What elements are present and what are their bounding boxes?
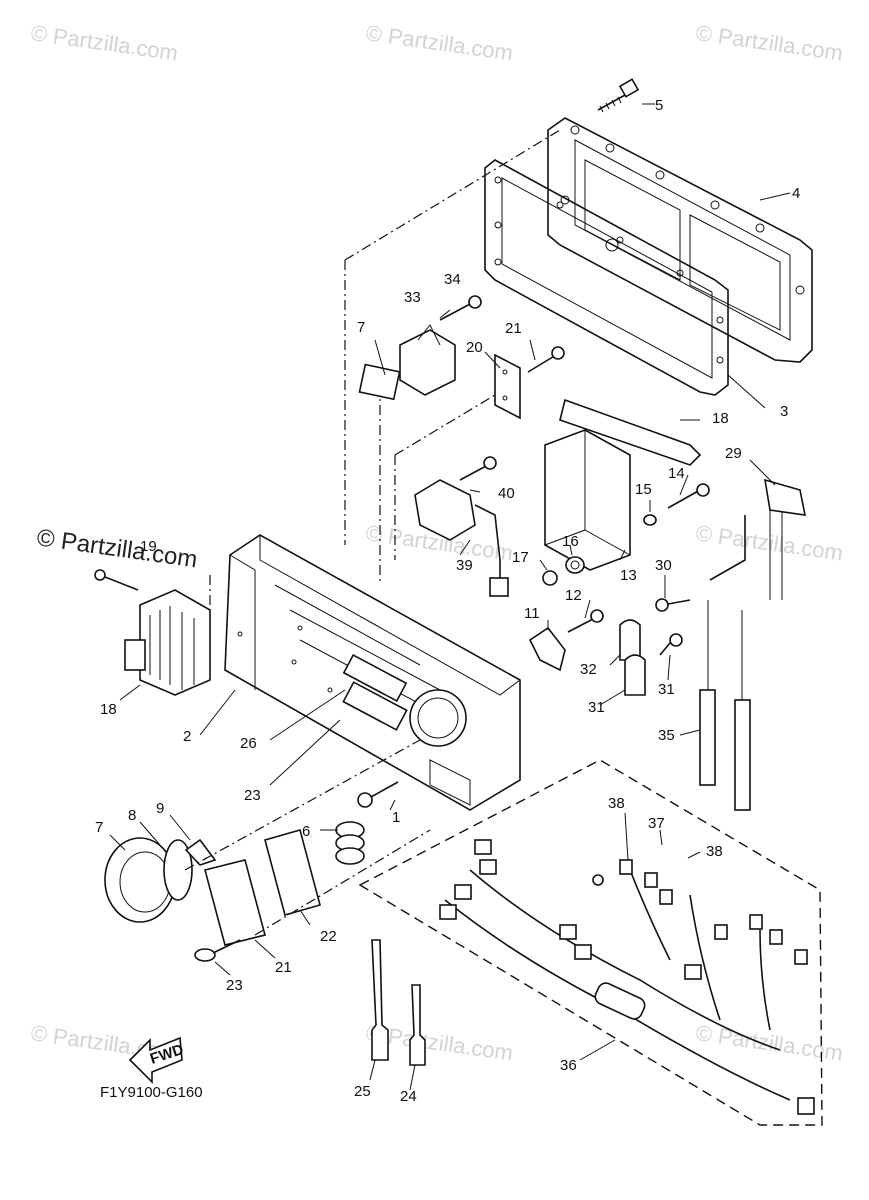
callout-39: 38 — [608, 795, 625, 812]
callout-18: 18 — [712, 410, 729, 427]
rectifier-part — [124, 589, 211, 696]
callout-23: 21 — [275, 959, 292, 976]
watermark: © Partzilla.com — [694, 20, 844, 65]
callout-5: 5 — [655, 97, 663, 114]
callout-38b: 38 — [706, 843, 723, 860]
screw-part — [459, 456, 497, 481]
callout-21: 20 — [466, 339, 483, 356]
watermark: © Partzilla.com — [29, 20, 179, 65]
callout-3: 3 — [780, 403, 788, 420]
callout-11: 11 — [524, 605, 540, 622]
cap-part — [104, 837, 193, 923]
callout-22: 21 — [505, 320, 522, 337]
callout-13: 13 — [620, 567, 637, 584]
watermark: © Partzilla.com — [694, 520, 844, 565]
bracket-part — [528, 626, 566, 672]
callout-35: 33 — [404, 289, 421, 306]
cable-tie-part — [371, 939, 389, 1061]
callout-31: 30 — [655, 557, 672, 574]
cover-plate-part — [547, 117, 813, 363]
figure-code: F1Y9100-G160 — [100, 1084, 203, 1101]
cable-tie-part — [409, 984, 426, 1066]
callout-40: 39 — [456, 557, 473, 574]
callout-7: 7 — [357, 319, 365, 336]
watermark-dark: © Partzilla.com — [35, 524, 199, 573]
callout-10: 9 — [156, 800, 164, 817]
callout-17: 17 — [512, 549, 529, 566]
callout-25: 23 — [226, 977, 243, 994]
watermark: © Partzilla.com — [364, 20, 514, 65]
callout-24: 22 — [320, 928, 337, 945]
callout-28: 25 — [354, 1083, 371, 1100]
plate-part — [204, 829, 321, 946]
collar-part — [542, 570, 558, 586]
callout-1: 1 — [392, 809, 400, 826]
fuse-part — [699, 600, 751, 811]
harness-boundary — [358, 759, 823, 1126]
callout-2: 2 — [183, 728, 191, 745]
callout-4: 4 — [792, 185, 800, 202]
callout-41: 40 — [498, 485, 515, 502]
callout-9: 8 — [128, 807, 136, 824]
screw-part — [567, 609, 604, 633]
callout-12: 12 — [565, 587, 582, 604]
callout-32: 31 — [588, 699, 605, 716]
callout-16: 16 — [562, 533, 579, 550]
cap-part — [619, 619, 641, 661]
fitting-part — [184, 838, 217, 866]
screw-part — [527, 346, 565, 373]
callout-27: 24 — [400, 1088, 417, 1105]
screw-part — [667, 483, 710, 509]
screw-part — [655, 598, 691, 656]
fuse-holder-part — [709, 478, 807, 600]
wire-harness-part — [439, 839, 815, 1115]
callout-37: 36 — [560, 1057, 577, 1074]
screw-part — [439, 295, 482, 321]
callout-20: 19 — [140, 538, 157, 555]
cap-part — [624, 654, 646, 696]
label-plate-part — [358, 363, 401, 401]
callout-30: 29 — [725, 445, 742, 462]
grommet-part — [565, 556, 585, 574]
main-housing-part — [224, 534, 521, 811]
gasket-part — [484, 159, 729, 396]
callout-29: 26 — [240, 735, 257, 752]
leader-lines — [109, 103, 791, 1091]
callout-31b: 31 — [658, 681, 675, 698]
callout-38: 37 — [648, 815, 665, 832]
screw-part — [94, 569, 139, 591]
leader-dashed — [209, 129, 561, 640]
callout-34: 32 — [580, 661, 597, 678]
leader-dashed — [184, 739, 431, 936]
control-unit-part — [544, 398, 702, 571]
grommet-part — [335, 821, 365, 865]
callout-19: 18 — [100, 701, 117, 718]
callout-6: 6 — [302, 823, 310, 840]
callout-26: 23 — [244, 787, 261, 804]
screw-part — [597, 78, 640, 113]
callout-8: 7 — [95, 819, 103, 836]
callout-33: 35 — [658, 727, 675, 744]
bolt-part — [357, 781, 399, 808]
callout-15: 15 — [635, 481, 652, 498]
screw-part — [194, 939, 241, 962]
coil-part — [414, 479, 509, 597]
fwd-arrow-icon: FWD — [128, 1036, 186, 1084]
bracket-part — [494, 353, 521, 420]
callouts: 5 4 3 34 33 7 21 20 18 29 14 40 15 16 17… — [95, 97, 800, 1105]
callout-36: 34 — [444, 271, 461, 288]
callout-14: 14 — [668, 465, 685, 482]
relay-part — [399, 324, 456, 396]
washer-part — [643, 514, 657, 526]
